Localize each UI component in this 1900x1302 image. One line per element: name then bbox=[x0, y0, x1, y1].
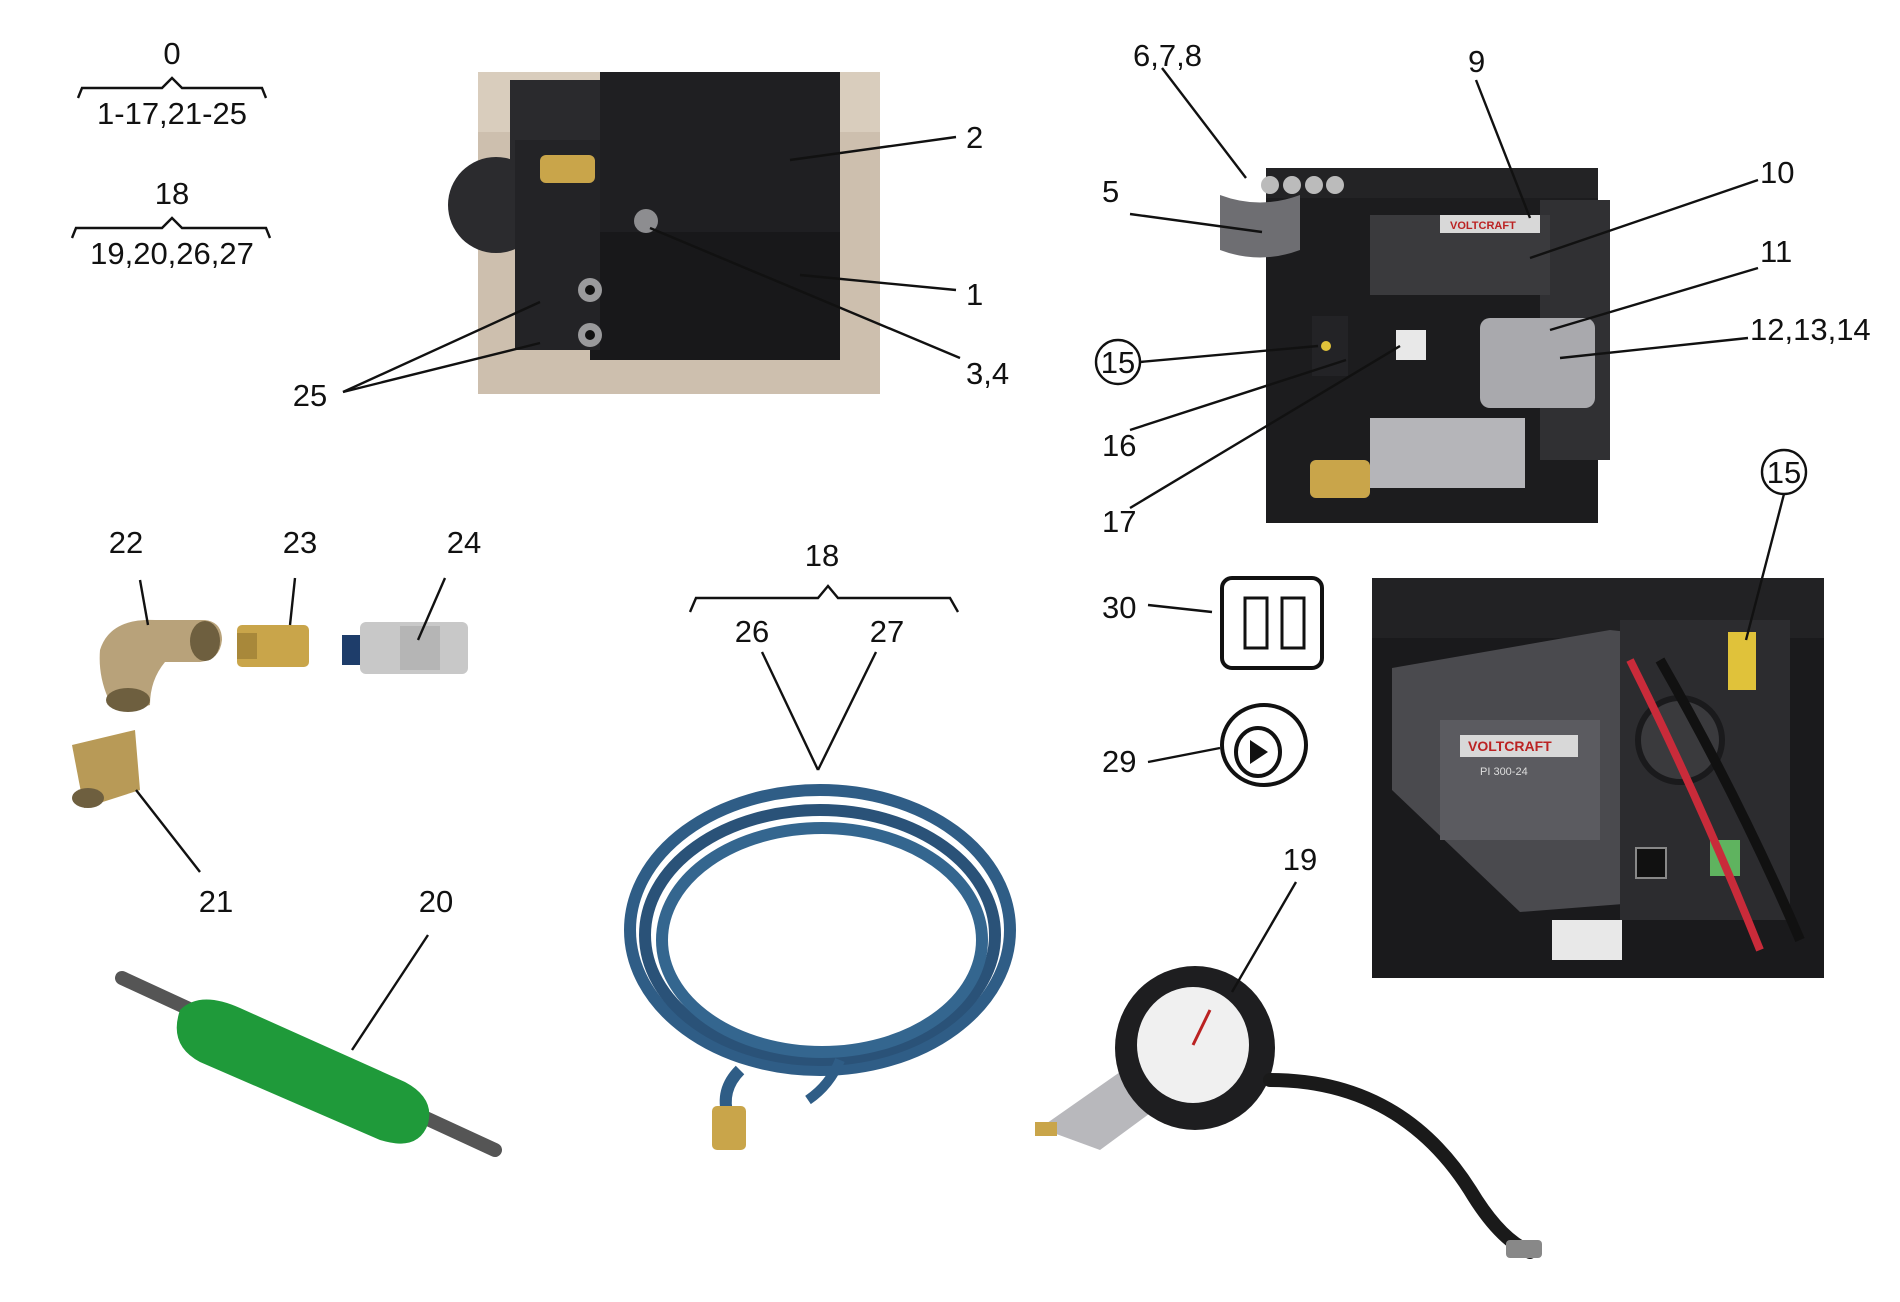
legend-children-18: 19,20,26,27 bbox=[90, 236, 254, 271]
leader-21 bbox=[135, 789, 201, 873]
callout-22: 22 bbox=[109, 525, 143, 560]
fittings-photo bbox=[72, 619, 468, 808]
callout-26: 26 bbox=[735, 614, 769, 649]
leader-20 bbox=[350, 934, 430, 1051]
leader-23 bbox=[288, 577, 297, 626]
leader-17 bbox=[1129, 344, 1401, 510]
spare-part-30 bbox=[1220, 576, 1324, 670]
callout-16: 16 bbox=[1102, 428, 1136, 463]
callout-27: 27 bbox=[870, 614, 904, 649]
callout-21: 21 bbox=[199, 884, 233, 919]
leader-1 bbox=[799, 273, 957, 292]
spare-part-29 bbox=[1220, 703, 1308, 787]
leader-3-4 bbox=[649, 226, 961, 360]
leader-9 bbox=[1474, 79, 1532, 219]
leader-29 bbox=[1147, 746, 1221, 764]
leader-15a bbox=[1139, 344, 1319, 364]
callout-30: 30 bbox=[1102, 590, 1136, 625]
leader-25b bbox=[342, 341, 541, 394]
callout-20: 20 bbox=[419, 884, 453, 919]
legend-bracket-18 bbox=[70, 216, 272, 239]
bracket-shape bbox=[1220, 195, 1300, 258]
brass-fitting-shape bbox=[540, 155, 595, 183]
callout-29: 29 bbox=[1102, 744, 1136, 779]
legend-parent-18: 18 bbox=[155, 176, 189, 211]
compressor-unit-photo: VOLTCRAFT bbox=[1220, 168, 1610, 523]
leader-6-8 bbox=[1161, 67, 1247, 179]
screw-shape bbox=[634, 209, 658, 233]
callout-18: 18 bbox=[805, 538, 839, 573]
callout-17: 17 bbox=[1102, 504, 1136, 539]
leader-27 bbox=[816, 651, 878, 771]
legend-children-0: 1-17,21-25 bbox=[97, 96, 247, 131]
callout-6-8: 6,7,8 bbox=[1133, 38, 1202, 73]
legend-parent-0: 0 bbox=[163, 36, 180, 71]
leader-24 bbox=[416, 577, 447, 641]
leader-25a bbox=[342, 300, 541, 394]
callout-5: 5 bbox=[1102, 174, 1119, 209]
leader-16 bbox=[1129, 358, 1347, 432]
legend-group-18: 18 19,20,26,27 bbox=[70, 176, 272, 271]
callout-24: 24 bbox=[447, 525, 481, 560]
housing-photo bbox=[448, 72, 880, 394]
fuse-15-shape bbox=[1728, 632, 1756, 690]
leader-12-14 bbox=[1559, 336, 1749, 360]
tool-green-handle-shape bbox=[176, 999, 430, 1144]
callout-15b: 15 bbox=[1767, 455, 1801, 490]
leader-11 bbox=[1549, 266, 1759, 332]
inverter-brand-label: VOLTCRAFT bbox=[1450, 220, 1516, 232]
callout-11: 11 bbox=[1760, 234, 1792, 269]
leader-22 bbox=[138, 579, 150, 626]
leader-26 bbox=[760, 651, 820, 771]
bracket-18 bbox=[688, 584, 960, 613]
hose-photo bbox=[624, 784, 1016, 1150]
leader-2 bbox=[789, 135, 957, 162]
leader-19 bbox=[1230, 881, 1298, 993]
callout-9: 9 bbox=[1468, 44, 1485, 79]
inverter-photo: VOLTCRAFT PI 300-24 bbox=[1372, 578, 1824, 978]
callout-19: 19 bbox=[1283, 842, 1317, 877]
leader-10 bbox=[1529, 178, 1759, 260]
callout-1: 1 bbox=[966, 277, 983, 312]
inverter-detail-model: PI 300-24 bbox=[1480, 766, 1528, 778]
hose-coupling-shape bbox=[712, 1106, 746, 1150]
tire-gauge-photo bbox=[1035, 966, 1542, 1259]
inverter-detail-brand: VOLTCRAFT bbox=[1468, 738, 1552, 754]
callout-23: 23 bbox=[283, 525, 317, 560]
leader-15b bbox=[1744, 493, 1786, 641]
legend-bracket-0 bbox=[76, 76, 268, 99]
callout-12-14: 12,13,14 bbox=[1750, 312, 1871, 347]
valve-tool-photo bbox=[115, 971, 502, 1157]
legend-group-0: 0 1-17,21-25 bbox=[76, 36, 268, 131]
callout-2: 2 bbox=[966, 120, 983, 155]
callout-3-4: 3,4 bbox=[966, 356, 1009, 391]
callout-25: 25 bbox=[293, 378, 327, 413]
leader-30 bbox=[1147, 603, 1213, 614]
callout-15a: 15 bbox=[1101, 345, 1135, 380]
callout-10: 10 bbox=[1760, 155, 1794, 190]
leader-5 bbox=[1129, 212, 1263, 234]
